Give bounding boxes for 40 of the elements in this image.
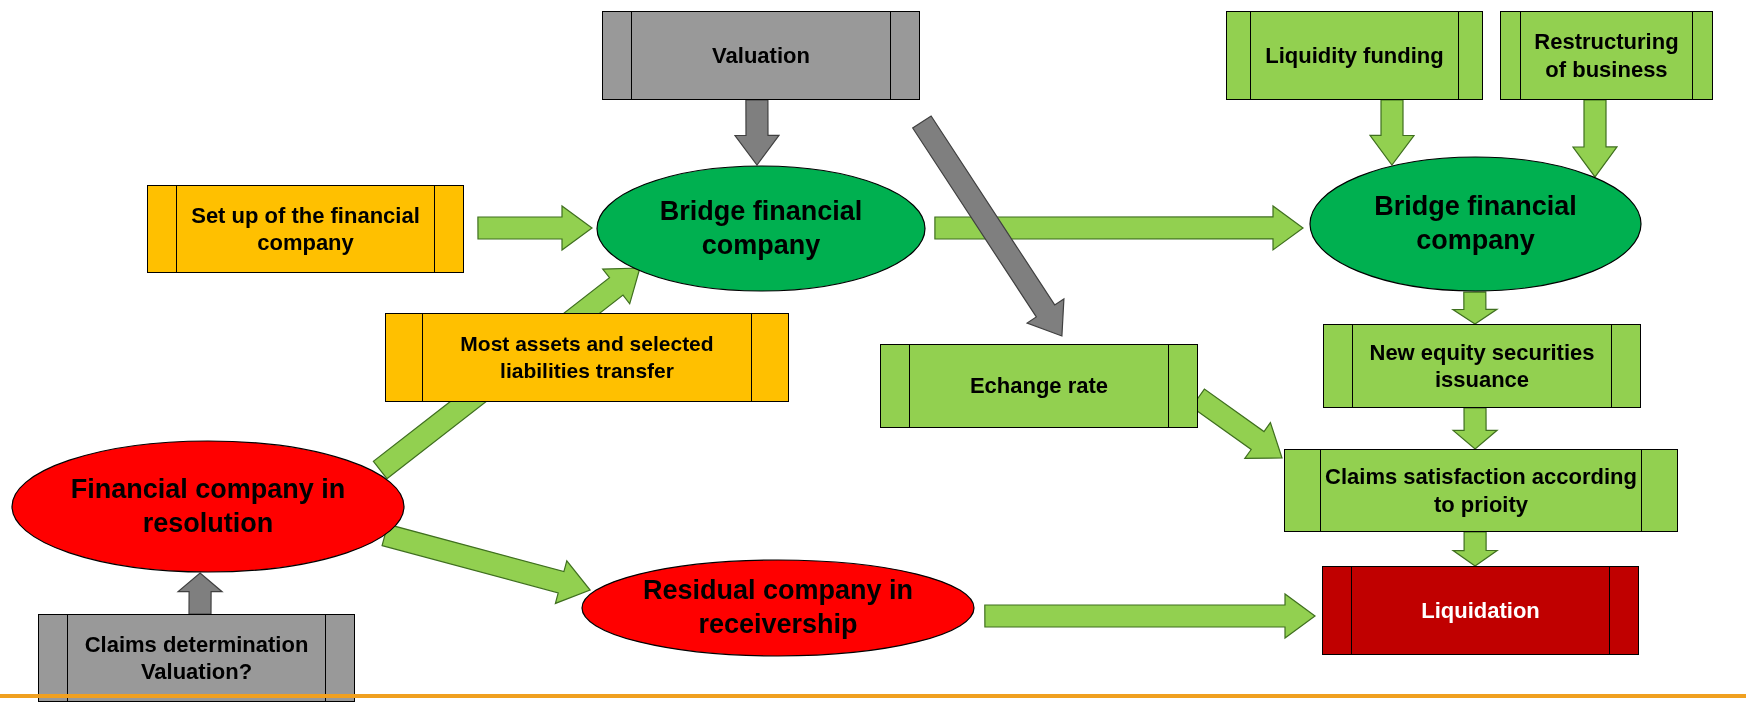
node-label: Valuation bbox=[712, 41, 810, 70]
process-box bbox=[1284, 449, 1678, 532]
block-arrow bbox=[1368, 99, 1416, 166]
process-box bbox=[38, 614, 355, 702]
process-box bbox=[602, 11, 920, 100]
node-label: Financial company in resolution bbox=[69, 472, 347, 540]
ellipse-node bbox=[1309, 156, 1642, 292]
process-box bbox=[147, 185, 464, 273]
block-arrow bbox=[381, 523, 592, 605]
process-box bbox=[1226, 11, 1483, 100]
process-box bbox=[1500, 11, 1713, 100]
node-label: Claims satisfaction according to prioity bbox=[1324, 463, 1638, 518]
process-box bbox=[1322, 566, 1639, 655]
ellipse-node bbox=[581, 559, 975, 657]
block-arrow bbox=[934, 204, 1304, 252]
node-label: Set up of the financial company bbox=[190, 201, 421, 257]
block-arrow bbox=[1451, 531, 1499, 567]
node-label: Claims determination Valuation? bbox=[83, 630, 310, 686]
block-arrow bbox=[176, 572, 224, 615]
process-box bbox=[1323, 324, 1641, 408]
block-arrow bbox=[733, 99, 781, 166]
process-box bbox=[880, 344, 1198, 428]
block-arrow bbox=[911, 115, 1065, 337]
node-label: Liquidation bbox=[1421, 596, 1540, 625]
node-label: Bridge financial company bbox=[658, 194, 864, 262]
block-arrow bbox=[1450, 291, 1499, 325]
node-label: Most assets and selected liabilities transfer bbox=[459, 331, 715, 384]
node-label: Echange rate bbox=[969, 372, 1109, 400]
process-box bbox=[385, 313, 789, 402]
node-label: Restructuring of business bbox=[1533, 28, 1680, 83]
ellipse-node bbox=[596, 165, 926, 292]
block-arrow bbox=[1451, 407, 1499, 450]
block-arrow bbox=[477, 204, 593, 252]
ellipse-node bbox=[11, 440, 405, 573]
node-label: Residual company in receivership bbox=[641, 574, 915, 641]
node-label: New equity securities issuance bbox=[1368, 338, 1596, 394]
node-label: Bridge financial company bbox=[1373, 190, 1578, 257]
node-label: Liquidity funding bbox=[1265, 41, 1444, 70]
block-arrow bbox=[1571, 99, 1619, 178]
block-arrow bbox=[984, 592, 1316, 640]
